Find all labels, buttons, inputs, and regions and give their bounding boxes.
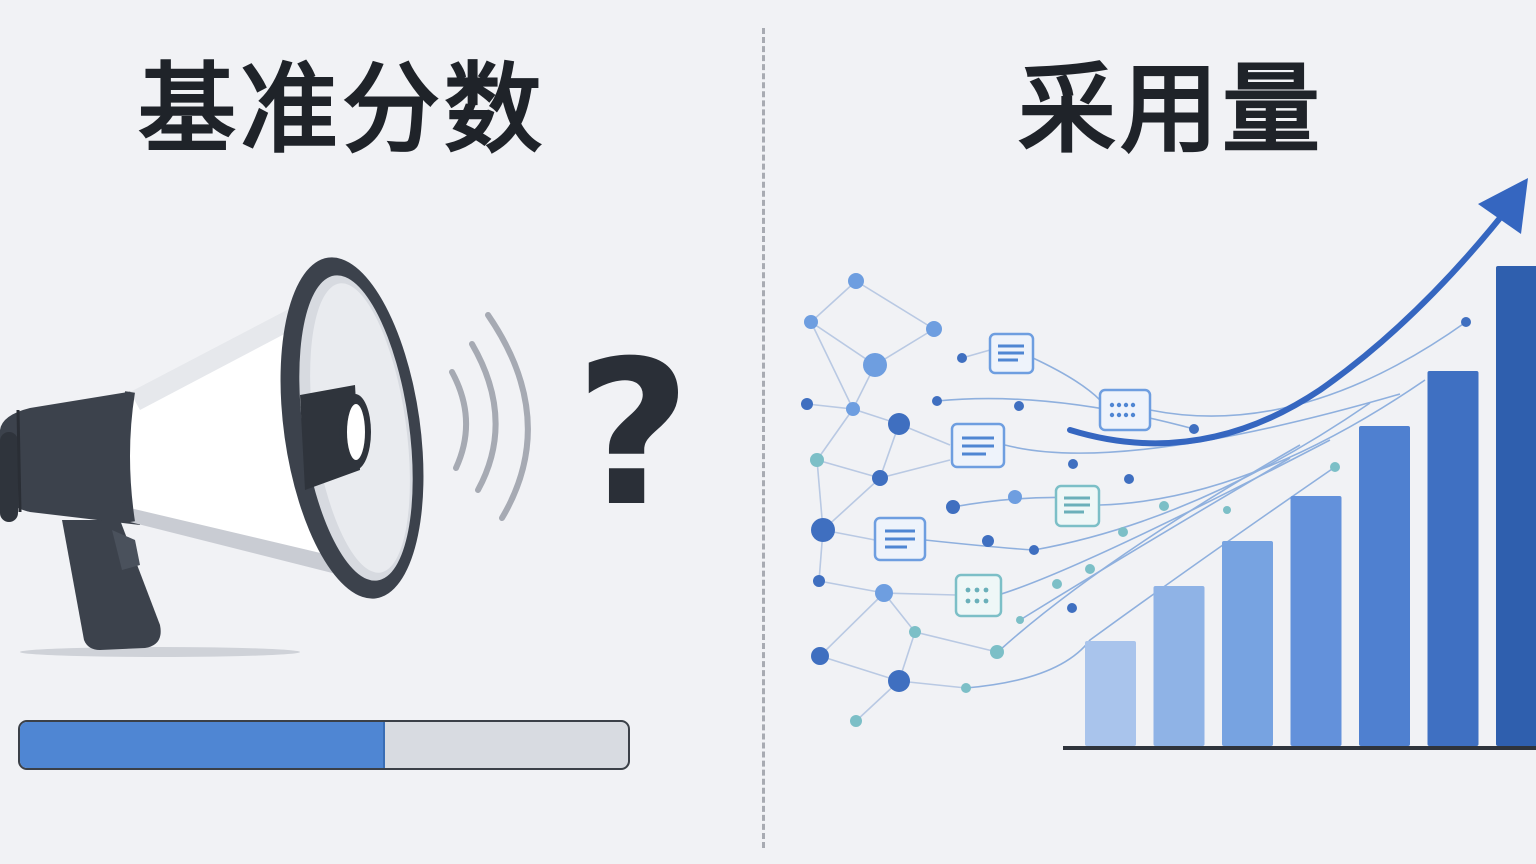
benchmark-progress-bar: [18, 720, 630, 770]
megaphone-icon: [0, 257, 424, 650]
adoption-bar: [1085, 641, 1136, 746]
network-graph: [801, 273, 1471, 727]
adoption-bar: [1359, 426, 1410, 746]
document-card-icon: [873, 516, 927, 562]
document-card-icon: [950, 422, 1006, 469]
adoption-bar: [1496, 266, 1536, 746]
dots-card-icon: [954, 573, 1003, 618]
adoption-title: 采用量: [1018, 53, 1325, 167]
megaphone-shadow: [20, 647, 300, 657]
adoption-bar: [1222, 541, 1273, 746]
document-card-icon: [988, 332, 1035, 375]
sound-waves-icon: [449, 312, 531, 521]
progress-bar-fill: [20, 722, 385, 768]
panel-divider: [762, 28, 765, 848]
document-card-icon: [1054, 484, 1101, 528]
benchmark-score-title: 基准分数: [138, 53, 547, 167]
dots-card-icon: [1098, 388, 1152, 432]
question-mark: ?: [574, 318, 691, 551]
megaphone-illustration: [0, 257, 531, 657]
adoption-bar: [1153, 586, 1205, 746]
growth-arrow-icon: [1067, 178, 1528, 447]
adoption-bars: [1085, 266, 1536, 746]
adoption-bar: [1427, 371, 1479, 746]
adoption-bar: [1290, 496, 1342, 746]
